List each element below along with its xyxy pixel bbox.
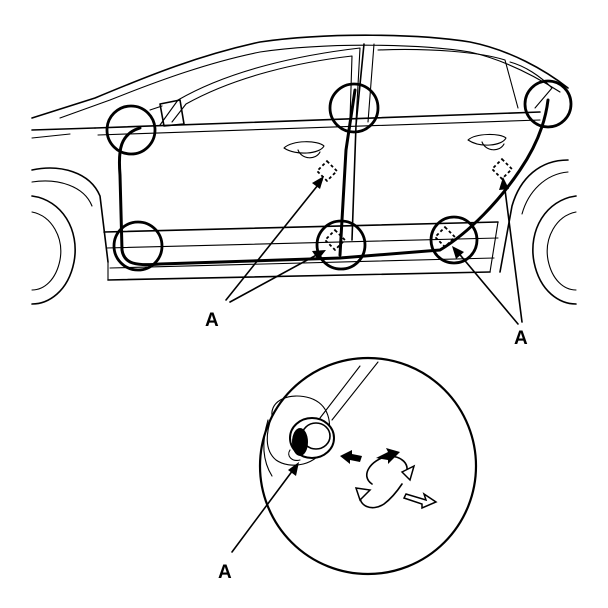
callout-label-rear: A — [514, 328, 528, 349]
rear-fender-inner — [521, 171, 569, 215]
roof-inner-line — [59, 44, 561, 119]
side-mirror — [159, 99, 185, 127]
removal-arrows — [340, 448, 438, 510]
car-side-view — [31, 34, 577, 305]
arrowhead-front-door-clip — [312, 176, 324, 189]
clip-center-sill — [323, 228, 347, 252]
pull-arrow-left — [340, 450, 362, 464]
twist-arrow-head — [354, 487, 372, 502]
outward-arrow — [402, 492, 438, 510]
leader-detail-clip — [231, 465, 297, 553]
clip-rear-sill — [433, 225, 457, 249]
rear-callout-leaders — [452, 177, 523, 325]
rear-window-frame — [377, 48, 519, 109]
front-fender — [31, 167, 109, 263]
hood-line — [31, 127, 96, 131]
front-window-inner — [171, 55, 353, 123]
clip-head-shadow — [292, 428, 308, 456]
rear-handle-recess — [481, 141, 505, 151]
detail-panel-edge — [263, 419, 273, 477]
front-fender-inner — [31, 180, 93, 207]
b-pillar — [351, 43, 365, 241]
inspection-circles — [105, 79, 573, 272]
clip-front-door — [315, 159, 339, 183]
roof-line — [31, 34, 569, 119]
circle-bpillar-upper — [328, 82, 380, 134]
front-callout-leaders — [225, 176, 326, 303]
b-pillar-inner — [367, 43, 375, 123]
door-weatherstrip-front — [117, 126, 342, 267]
front-door-handle — [283, 141, 325, 154]
clip-detail — [288, 417, 335, 461]
circle-center-lower — [315, 219, 367, 271]
rear-door-handle — [467, 133, 507, 146]
callout-label-detail: A — [218, 562, 232, 583]
leader-rear-to-sill-clip — [455, 249, 519, 325]
rear-fender — [499, 159, 569, 273]
arrowhead-front-sill-clip — [312, 250, 326, 260]
arrowhead-detail-clip — [288, 462, 299, 476]
detail-circle-outline — [258, 356, 478, 576]
clip-locations — [315, 157, 514, 252]
clip-rear-door — [490, 157, 514, 181]
side-sill-top — [103, 221, 499, 233]
circle-front-lower — [112, 220, 164, 272]
detail-trim-edge-2 — [319, 365, 361, 419]
leader-rear-to-door-clip — [503, 181, 523, 323]
arrowhead-rear-sill-clip — [452, 246, 464, 259]
rear-wheel-rim — [546, 211, 577, 291]
arrowhead-rear-door-clip — [499, 177, 509, 190]
rear-quarter-window — [509, 61, 553, 109]
circle-rear-upper — [523, 79, 573, 129]
twist-arrow-curve — [359, 483, 403, 509]
detail-trim-edge — [331, 361, 379, 421]
front-handle-recess — [297, 149, 321, 159]
rotate-arrow-head — [400, 464, 416, 482]
circle-front-upper — [105, 104, 157, 156]
leader-front-to-sill-clip — [229, 251, 323, 303]
sill-rear-end — [489, 221, 499, 273]
circle-rear-lower — [429, 215, 479, 265]
side-sill-bottom — [107, 271, 491, 281]
front-window-frame — [159, 47, 361, 126]
detail-view — [231, 356, 478, 576]
side-sill-mid — [105, 237, 499, 249]
belt-trim-line — [97, 119, 541, 136]
hood-inner-line — [31, 133, 71, 139]
front-wheel-rim — [31, 211, 62, 291]
clip-shaft — [288, 449, 301, 461]
rotate-arrow-arc — [366, 455, 408, 485]
rear-wheel — [532, 195, 577, 305]
callout-label-front: A — [205, 310, 219, 331]
mirror-base — [149, 105, 163, 111]
leader-front-to-door-clip — [225, 179, 323, 301]
front-wheel — [31, 195, 76, 305]
